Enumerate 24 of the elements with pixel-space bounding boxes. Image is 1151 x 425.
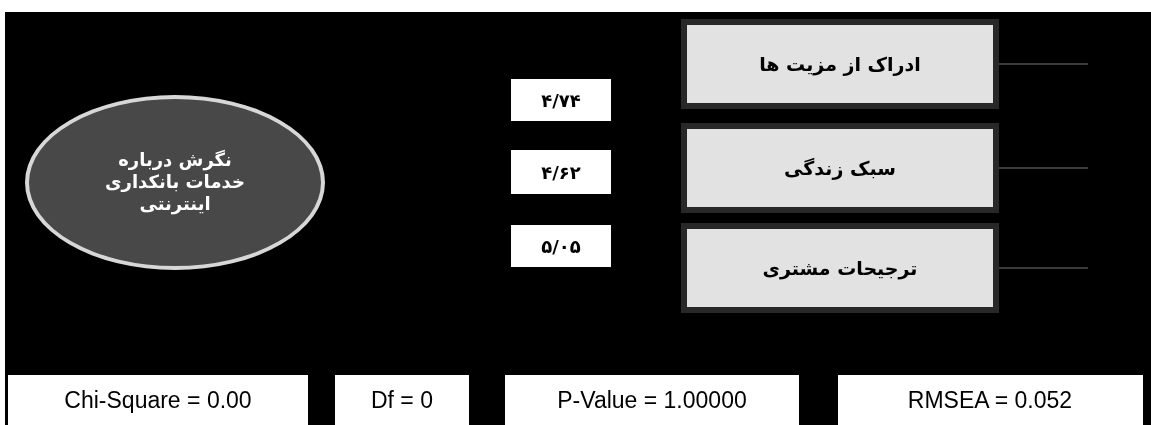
label-text: ادراک از مزیت ها: [759, 53, 921, 75]
indicator-box: [681, 19, 999, 109]
label-text: نگرش درباره خدمات بانکداری اینترنتی: [104, 149, 246, 215]
connector-line: [998, 167, 1089, 169]
label-text: Chi-Square = 0.00: [64, 386, 252, 414]
label-text: Df = 0: [371, 386, 433, 414]
label-text: ۴/۷۴: [541, 89, 581, 111]
label-text: سبک زندگی: [784, 157, 896, 179]
fit-statistic-box: [505, 375, 799, 425]
label-text: P-Value = 1.00000: [557, 386, 747, 414]
value-box: [511, 225, 611, 267]
label-text: ۵/۰۵: [541, 235, 581, 257]
fit-statistic-box: [837, 375, 1143, 425]
indicator-box: [681, 223, 999, 313]
fit-statistic-box: [8, 375, 308, 425]
label-text: ۴/۶۲: [541, 161, 581, 183]
value-box: [511, 150, 611, 194]
connector-line: [998, 63, 1089, 65]
fit-statistic-box: [335, 375, 469, 425]
value-box: [511, 79, 611, 121]
label-text: ترجیحات مشتری: [762, 257, 918, 279]
label-text: RMSEA = 0.052: [907, 386, 1073, 414]
connector-line: [998, 267, 1089, 269]
indicator-box: [681, 123, 999, 213]
